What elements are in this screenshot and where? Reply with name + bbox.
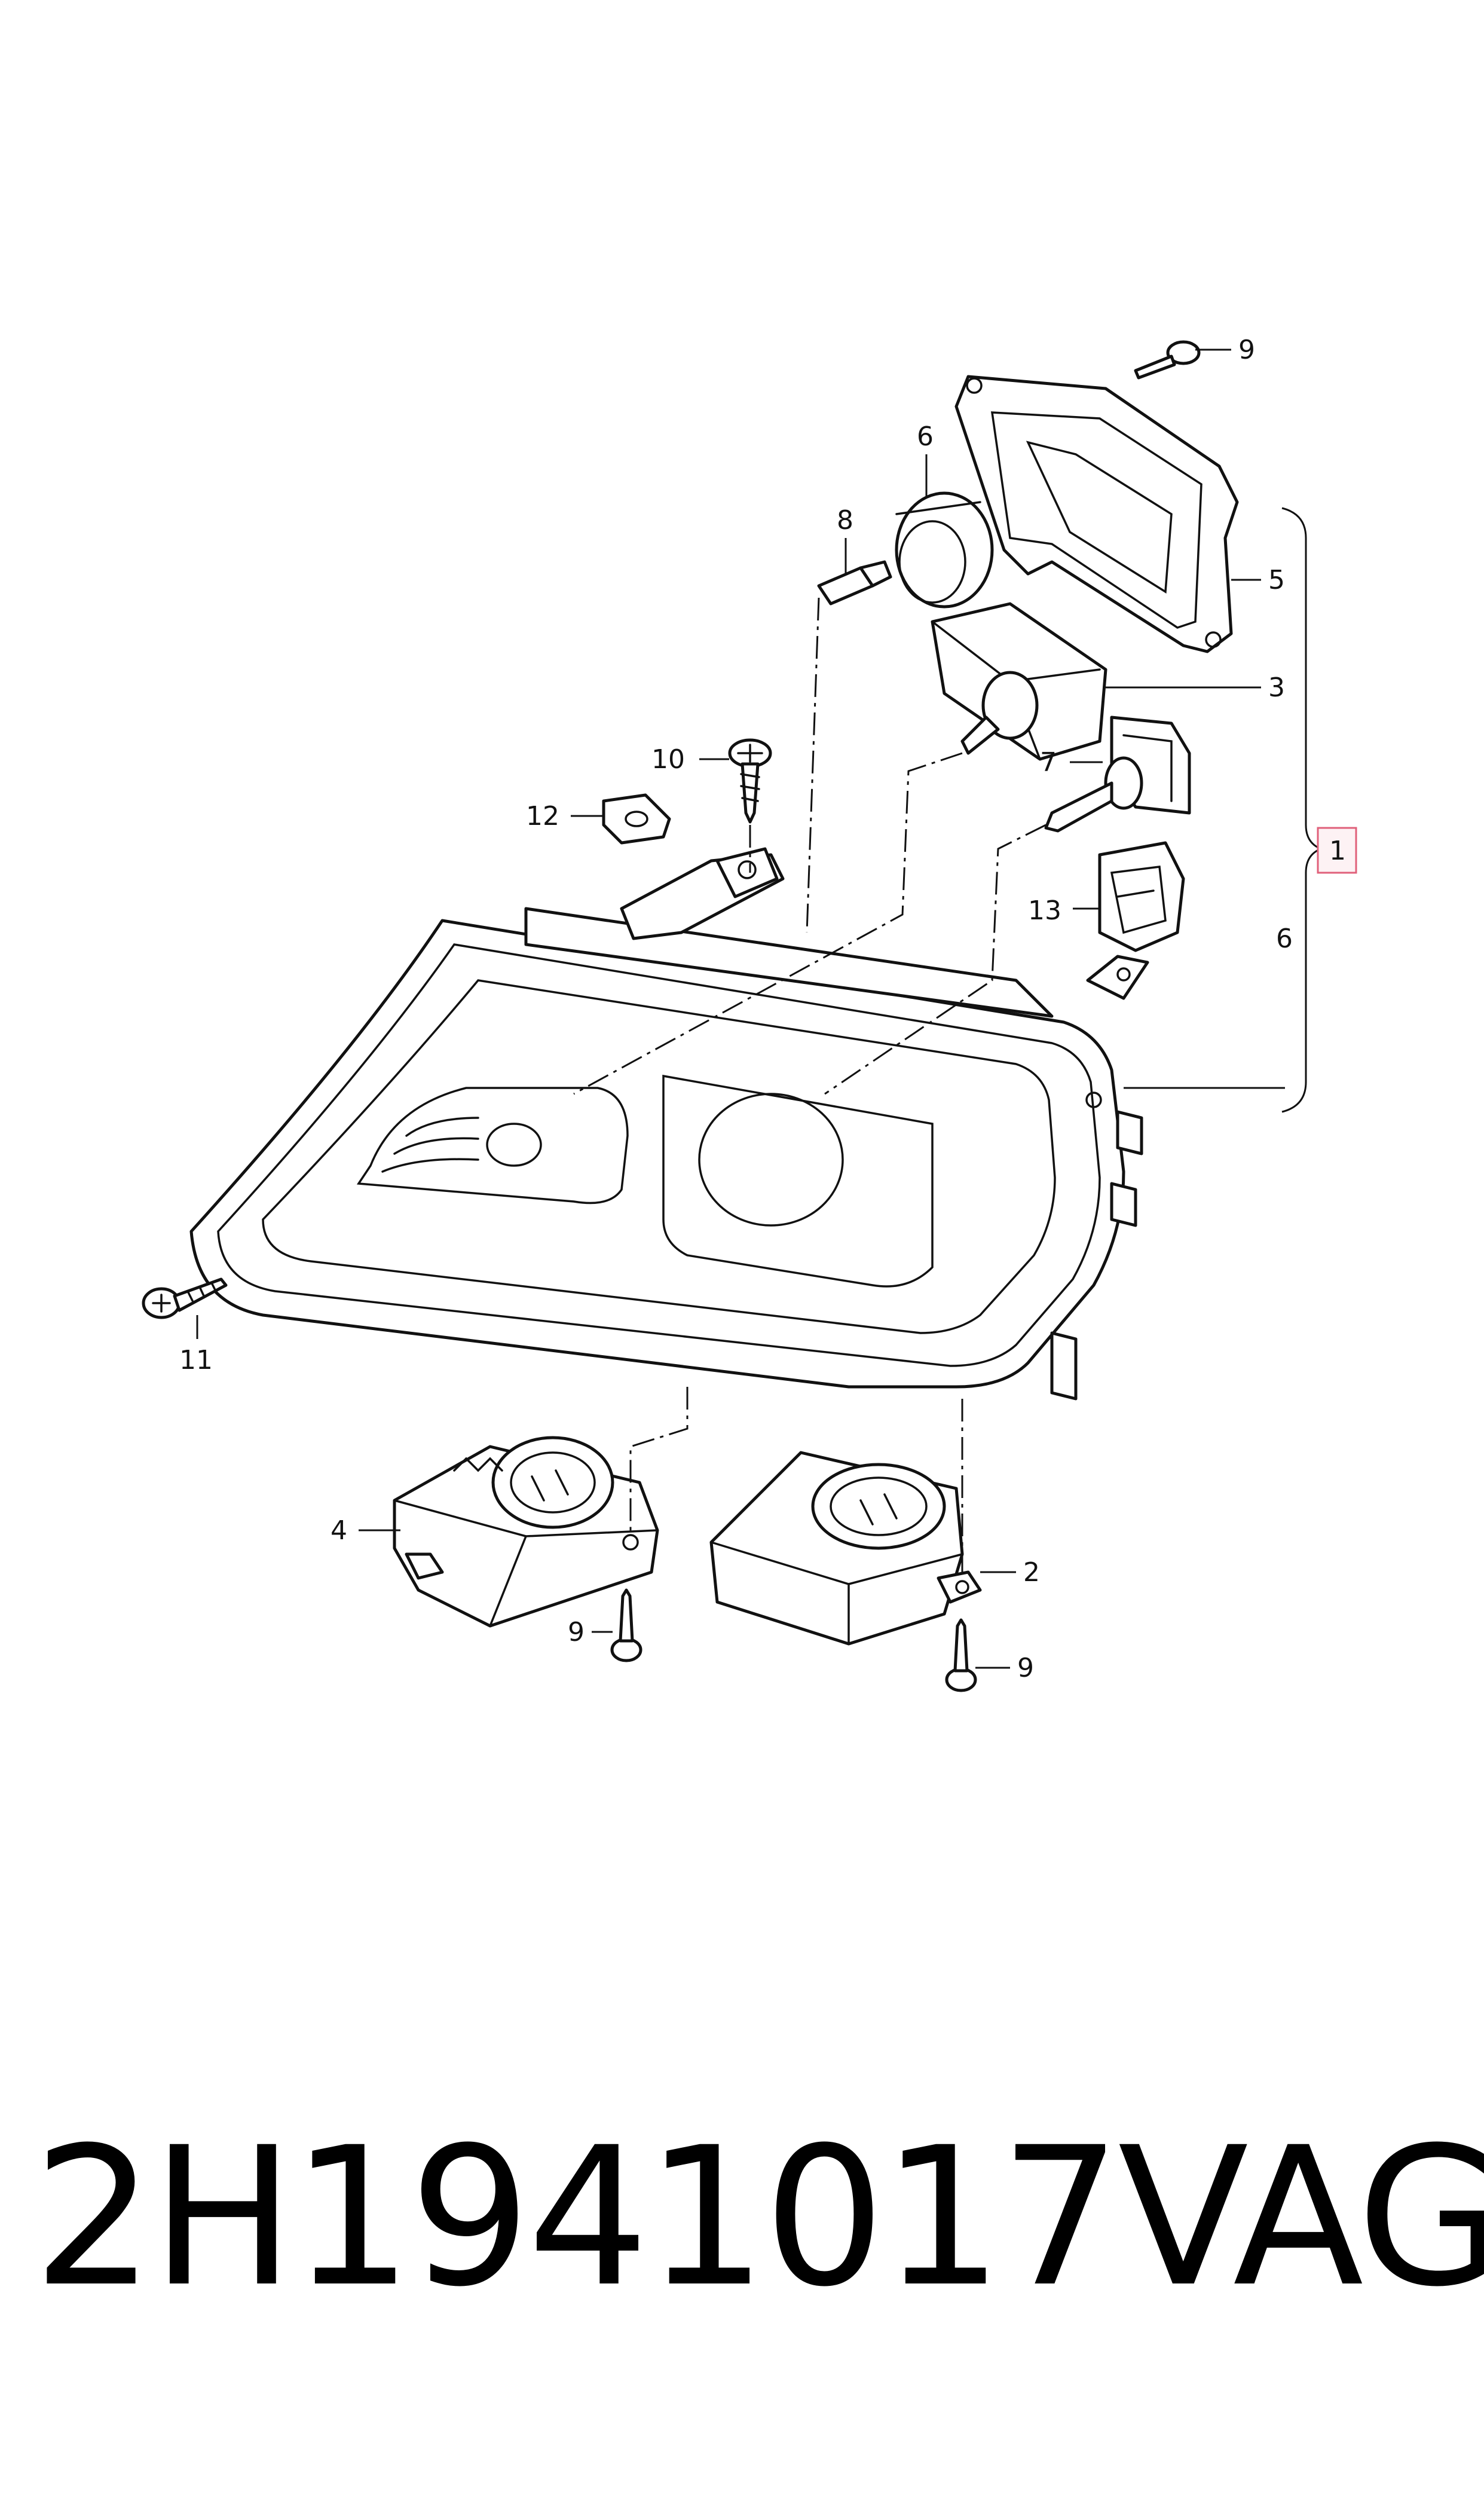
part-9-screw-right (945, 1618, 977, 1692)
brand-text: VAG (1118, 2107, 1484, 2329)
part-9-screw-top (1134, 340, 1201, 380)
callout-8: 8 (837, 505, 853, 536)
leader-lines (196, 348, 1261, 1669)
part-number-text: 2H1941017 (33, 2107, 1121, 2329)
callout-9-top: 9 (1238, 335, 1255, 365)
callout-5: 5 (1268, 565, 1285, 595)
callout-1-highlight-box (1317, 827, 1357, 874)
part-8-bulb (817, 560, 892, 606)
callout-4: 4 (331, 1515, 347, 1546)
callout-3: 3 (1268, 672, 1285, 703)
assembly-lines (573, 597, 1047, 1578)
part-10-screw (728, 738, 772, 824)
part-11-screw (142, 1277, 228, 1319)
callout-11: 11 (179, 1345, 213, 1375)
headlight-housing (189, 907, 1143, 1401)
callout-9-right: 9 (1017, 1653, 1034, 1683)
callout-13: 13 (1028, 895, 1061, 926)
callout-2: 2 (1023, 1557, 1040, 1588)
part-13-holder-clip (1098, 841, 1185, 952)
callout-labels: 1 2 3 4 5 6 6 7 8 9 9 9 10 11 12 13 (179, 335, 1357, 1683)
callout-10: 10 (651, 744, 685, 775)
caption-row: 2H1941017 VAG (33, 2104, 1484, 2331)
part-6-cap-ring (895, 491, 994, 609)
part-12-clip-nut (602, 793, 671, 845)
part-2-ballast (709, 1451, 982, 1646)
callout-1: 1 (1329, 836, 1346, 866)
mounting-bracket (620, 847, 1149, 1000)
callout-6-ring: 6 (917, 421, 934, 452)
headlight-exploded-diagram: 1 2 3 4 5 6 6 7 8 9 9 9 10 11 12 13 (142, 335, 1357, 1692)
part-3-module (931, 602, 1107, 761)
part-4-ballast (393, 1436, 659, 1628)
callout-9-left: 9 (568, 1617, 585, 1647)
callout-12: 12 (526, 801, 559, 831)
part-9-screw-left (610, 1588, 642, 1662)
callout-6-assembly: 6 (1276, 924, 1293, 954)
part-5-cover-frame (954, 375, 1239, 653)
part-7-xenon-bulb (1044, 716, 1191, 833)
callout-7: 7 (1040, 747, 1057, 778)
